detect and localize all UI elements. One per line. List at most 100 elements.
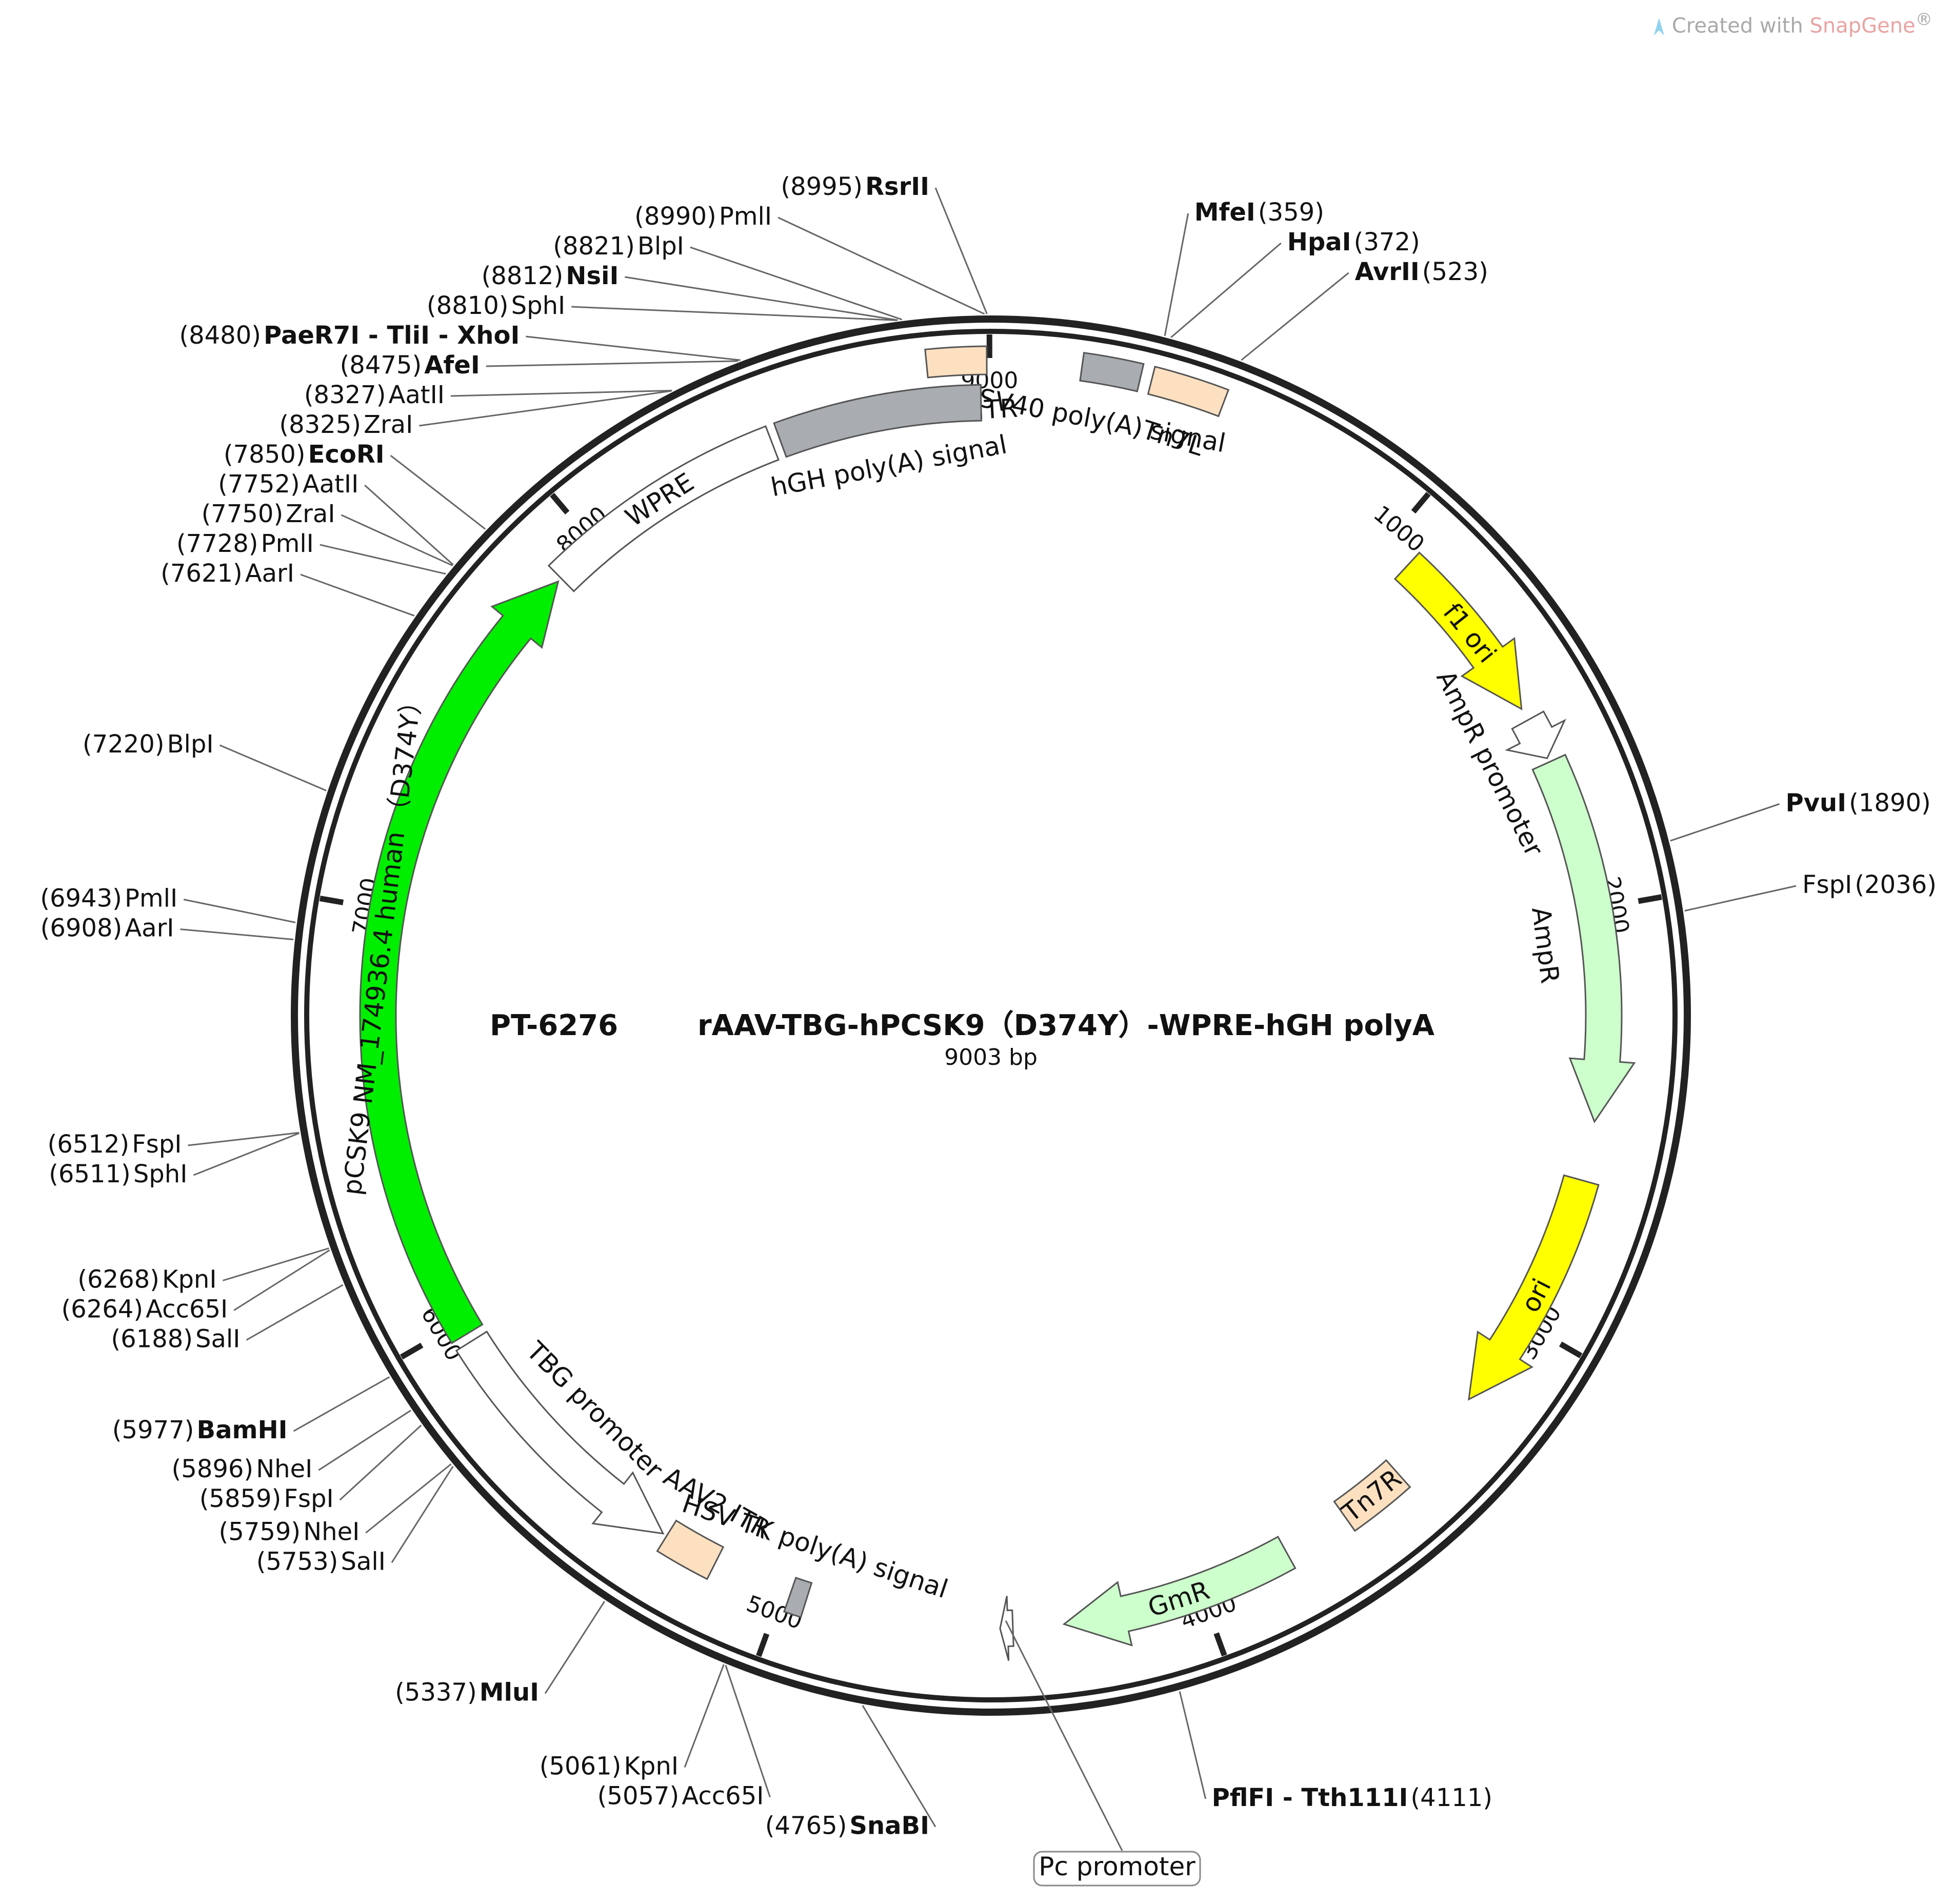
feature-shape-aav2-itr[interactable] (924, 345, 988, 379)
site-bamhi-5977[interactable]: (5977) BamHI (112, 1376, 390, 1444)
site-label: (7750) ZraI (202, 500, 335, 528)
feature-shape-ampr[interactable] (1531, 753, 1636, 1124)
site-name: AatII (303, 470, 358, 499)
site-sali-5753[interactable]: (5753) SalI (256, 1465, 454, 1576)
site-name: Acc65I (682, 1782, 764, 1811)
site-kpni-6268[interactable]: (6268) KpnI (77, 1247, 329, 1294)
site-pvui-1890[interactable]: PvuI (1890) (1670, 788, 1931, 842)
site-sphi-8810[interactable]: (8810) SphI (427, 291, 897, 321)
site-afei-8475[interactable]: (8475) AfeI (340, 351, 739, 380)
site-blpi-7220[interactable]: (7220) BlpI (83, 730, 327, 791)
site-position: (1890) (1849, 788, 1931, 817)
site-paer7i-tlii-xhoi-8480[interactable]: (8480) PaeR7I - TliI - XhoI (179, 321, 741, 361)
credit-brand: SnapGene (1809, 14, 1916, 38)
site-leader (246, 1284, 344, 1341)
site-acc65i-6264[interactable]: (6264) Acc65I (61, 1249, 330, 1323)
site-nsii-8812[interactable]: (8812) NsiI (482, 262, 898, 321)
site-kpni-5061[interactable]: (5061) KpnI (540, 1664, 725, 1781)
feature-tbg-promoter[interactable]: TBG promoter (455, 1331, 669, 1535)
feature-shape-ampr-promoter[interactable] (1505, 710, 1566, 760)
feature-shape-aav2-itr[interactable] (656, 1519, 725, 1580)
site-nhei-5896[interactable]: (5896) NheI (172, 1410, 411, 1484)
feature-gmr[interactable]: GmR (1062, 1535, 1297, 1647)
site-position: (5759) (219, 1517, 301, 1546)
site-name: EcoRI (308, 440, 385, 469)
site-leader (341, 514, 453, 566)
site-position: (6943) (40, 884, 122, 913)
site-pmli-8990[interactable]: (8990) PmlI (634, 202, 985, 315)
site-leader (1164, 213, 1189, 336)
site-hpai-372[interactable]: HpaI (372) (1170, 228, 1420, 338)
site-zrai-7750[interactable]: (7750) ZraI (202, 500, 453, 566)
feature-shape-pcsk9[interactable] (359, 580, 560, 1344)
site-position: (8480) (179, 321, 261, 350)
site-pmli-6943[interactable]: (6943) PmlI (40, 884, 296, 923)
site-fspi-6512[interactable]: (6512) FspI (47, 1130, 300, 1159)
feature-ampr[interactable]: AmpR (1526, 753, 1636, 1124)
site-fspi-5859[interactable]: (5859) FspI (200, 1424, 422, 1514)
feature-shape-hgh-poly-a-signal[interactable] (773, 384, 982, 458)
site-name: KpnI (624, 1752, 679, 1781)
site-label: (7621) AarI (161, 559, 294, 588)
site-aatii-7752[interactable]: (7752) AatII (218, 470, 454, 566)
feature-shape-sv40-poly-a-signal[interactable] (1079, 351, 1145, 392)
feature-shape-f1-ori[interactable] (1393, 551, 1523, 710)
site-fspi-2036[interactable]: FspI (2036) (1684, 870, 1937, 912)
site-name: ZraI (364, 410, 413, 439)
site-blpi-8821[interactable]: (8821) BlpI (553, 232, 903, 321)
site-acc65i-5057[interactable]: (5057) Acc65I (597, 1664, 771, 1811)
site-leader (1179, 1691, 1207, 1799)
site-label: (8327) AatII (304, 381, 445, 409)
site-position: (6268) (77, 1265, 160, 1294)
site-position: (4111) (1410, 1783, 1492, 1812)
feature-shape-tn7l[interactable] (1147, 366, 1230, 418)
site-position: (6188) (111, 1324, 193, 1353)
site-name: SphI (511, 291, 566, 320)
feature-shape-pc-promoter[interactable] (999, 1596, 1014, 1661)
site-leader (293, 1376, 390, 1432)
site-label: (8810) SphI (427, 291, 565, 320)
feature-shape-ori[interactable] (1468, 1174, 1600, 1401)
site-leader (391, 1465, 454, 1563)
site-ecori-7850[interactable]: (7850) EcoRI (224, 440, 486, 530)
site-snabi-4765[interactable]: (4765) SnaBI (765, 1705, 936, 1840)
site-name: AvrII (1355, 257, 1420, 286)
site-label: (5753) SalI (256, 1547, 386, 1576)
site-sphi-6511[interactable]: (6511) SphI (49, 1132, 300, 1188)
site-label: (8821) BlpI (553, 232, 684, 261)
site-zrai-8325[interactable]: (8325) ZraI (279, 390, 671, 439)
feature-shape-tn7r[interactable] (1333, 1459, 1411, 1532)
feature-shape-hsv-tk-poly-a-signal[interactable] (783, 1577, 813, 1618)
feature-pc-promoter[interactable]: Pc promoter (999, 1596, 1201, 1887)
site-leader (183, 899, 296, 923)
site-sali-6188[interactable]: (6188) SalI (111, 1284, 344, 1354)
feature-hgh-poly-a-signal[interactable]: hGH poly(A) signal (768, 384, 1009, 502)
site-mfei-359[interactable]: MfeI (359) (1164, 198, 1324, 336)
feature-leader-pc-promoter (1005, 1620, 1123, 1851)
site-aatii-8327[interactable]: (8327) AatII (304, 381, 672, 409)
site-aari-6908[interactable]: (6908) AarI (41, 914, 294, 943)
feature-shape-tbg-promoter[interactable] (455, 1331, 665, 1535)
site-label: (5896) NheI (172, 1455, 313, 1483)
feature-shape-gmr[interactable] (1062, 1535, 1297, 1647)
site-nhei-5759[interactable]: (5759) NheI (219, 1463, 452, 1546)
site-pflfi-tth111i-4111[interactable]: PflFI - Tth111I (4111) (1179, 1691, 1492, 1812)
site-rsrii-8995[interactable]: (8995) RsrII (781, 172, 988, 314)
site-avrii-523[interactable]: AvrII (523) (1241, 257, 1488, 361)
site-label: (6512) FspI (47, 1130, 182, 1159)
site-leader (778, 216, 985, 315)
site-name: Acc65I (146, 1295, 228, 1323)
site-name: AatII (389, 381, 445, 409)
site-mlui-5337[interactable]: (5337) MluI (395, 1601, 606, 1707)
site-position: (6264) (61, 1295, 143, 1323)
site-pmli-7728[interactable]: (7728) PmlI (176, 529, 446, 575)
feature-wpre[interactable]: WPRE (547, 425, 780, 592)
feature-tn7r[interactable]: Tn7R (1333, 1459, 1411, 1532)
feature-shape-wpre[interactable] (547, 425, 780, 592)
site-name: KpnI (162, 1265, 217, 1294)
site-label: (6943) PmlI (40, 884, 177, 913)
site-name: FspI (284, 1484, 333, 1513)
site-aari-7621[interactable]: (7621) AarI (161, 559, 415, 617)
